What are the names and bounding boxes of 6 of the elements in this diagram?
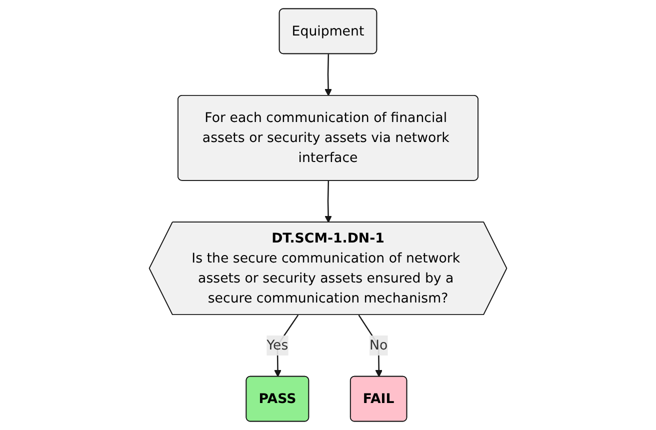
edge-label: No xyxy=(369,337,388,353)
arrow xyxy=(324,180,332,223)
edge-label: Yes xyxy=(266,337,288,353)
arrow xyxy=(358,314,383,378)
arrow xyxy=(274,314,299,378)
arrow xyxy=(324,54,332,96)
